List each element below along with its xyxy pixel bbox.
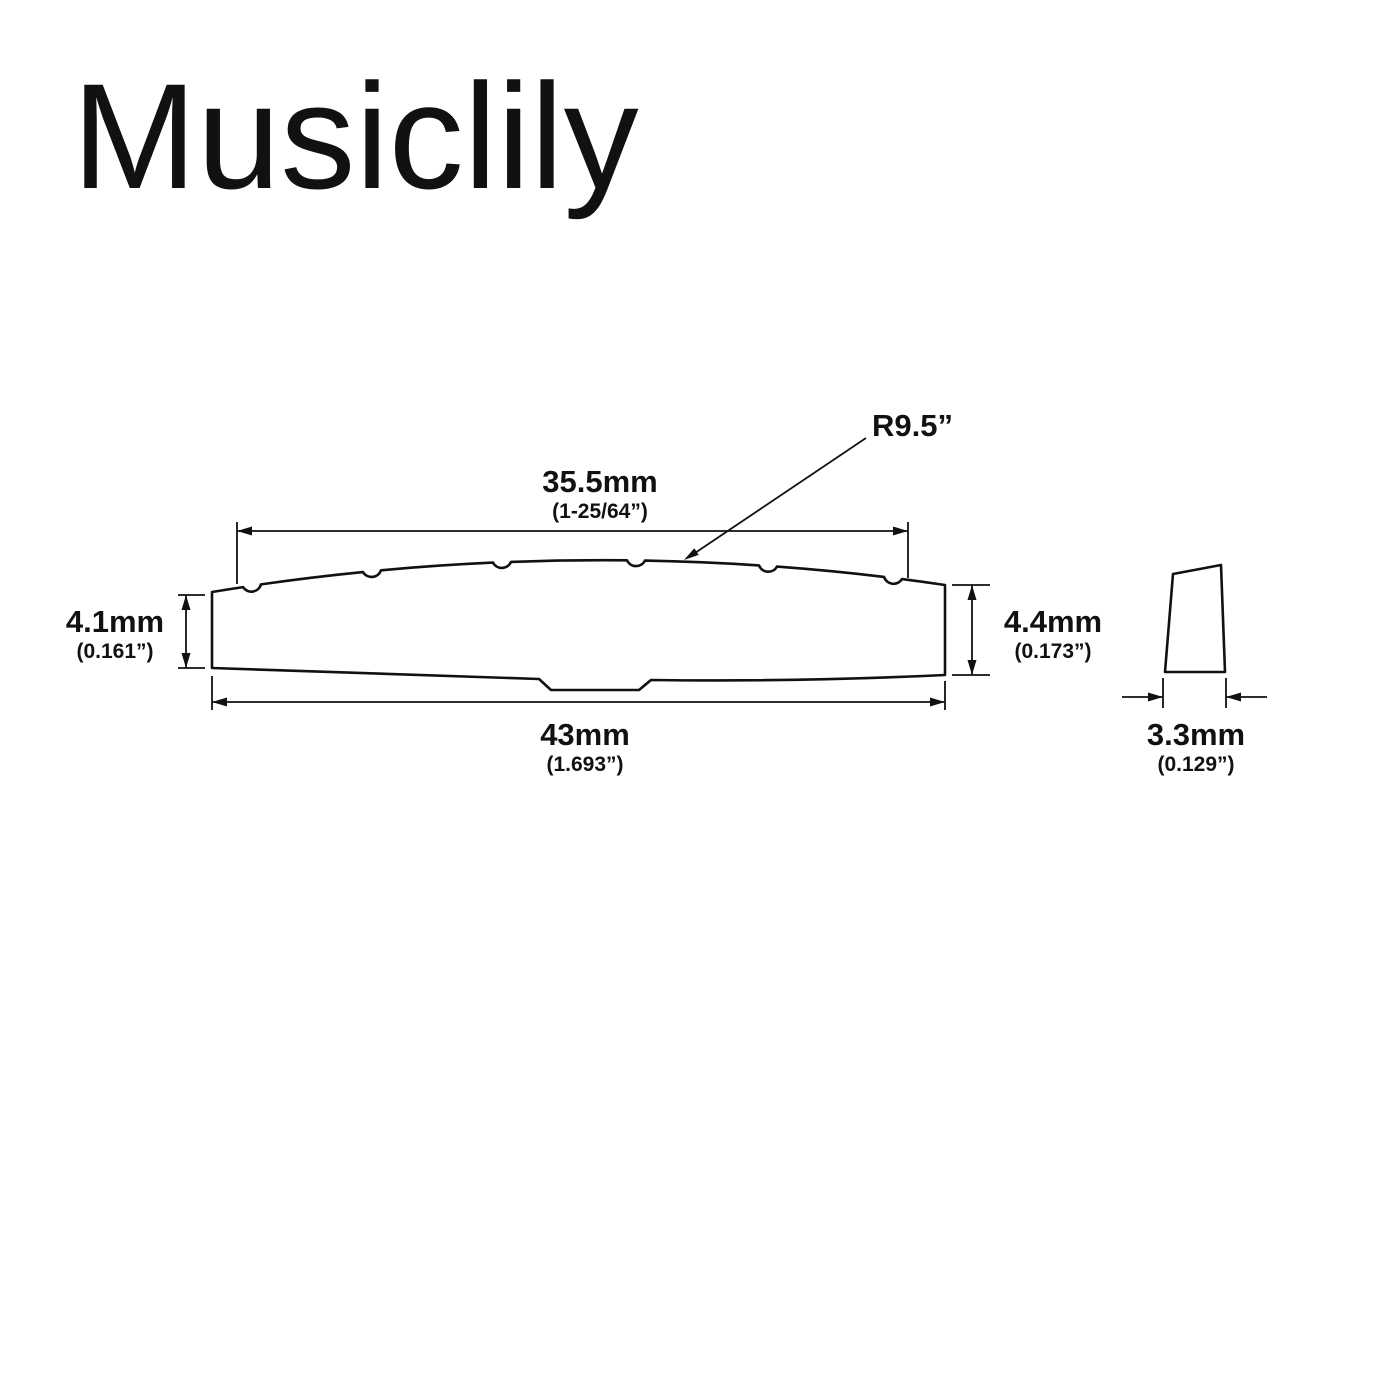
dim-top-width-alt: (1-25/64”) <box>552 500 648 523</box>
dim-left-height-alt: (0.161”) <box>76 640 153 663</box>
arrowhead-right <box>893 526 908 536</box>
dim-left-height-value: 4.1mm <box>66 604 164 639</box>
dim-thickness: 3.3mm (0.129”) <box>1122 678 1267 776</box>
dim-right-height-value: 4.4mm <box>1004 604 1102 639</box>
dim-bottom-width: 43mm (1.693”) <box>211 676 946 776</box>
nut-front-profile <box>210 558 947 692</box>
arrowhead-down <box>181 653 191 668</box>
dim-top-width: 35.5mm (1-25/64”) <box>236 464 909 584</box>
arrowhead-down <box>967 660 977 675</box>
arrowhead-right <box>930 697 945 707</box>
arrowhead-left <box>1226 692 1241 702</box>
arrowhead-up <box>967 585 977 600</box>
nut-side-profile <box>1163 563 1227 674</box>
arrowhead-radius <box>684 548 699 560</box>
arrowhead-right <box>1148 692 1163 702</box>
dim-right-height-alt: (0.173”) <box>1014 640 1091 663</box>
dim-bottom-width-value: 43mm <box>540 717 630 752</box>
dim-bottom-width-alt: (1.693”) <box>546 753 623 776</box>
dim-right-height: 4.4mm (0.173”) <box>952 584 1102 676</box>
brand-logo: Musiclily <box>72 52 639 220</box>
radius-callout: R9.5” <box>684 408 953 560</box>
dim-left-height: 4.1mm (0.161”) <box>66 594 205 669</box>
radius-label: R9.5” <box>872 408 953 443</box>
arrowhead-left <box>237 526 252 536</box>
arrowhead-left <box>212 697 227 707</box>
arrowhead-up <box>181 595 191 610</box>
dim-top-width-value: 35.5mm <box>542 464 657 499</box>
dim-thickness-value: 3.3mm <box>1147 717 1245 752</box>
dim-thickness-alt: (0.129”) <box>1157 753 1234 776</box>
